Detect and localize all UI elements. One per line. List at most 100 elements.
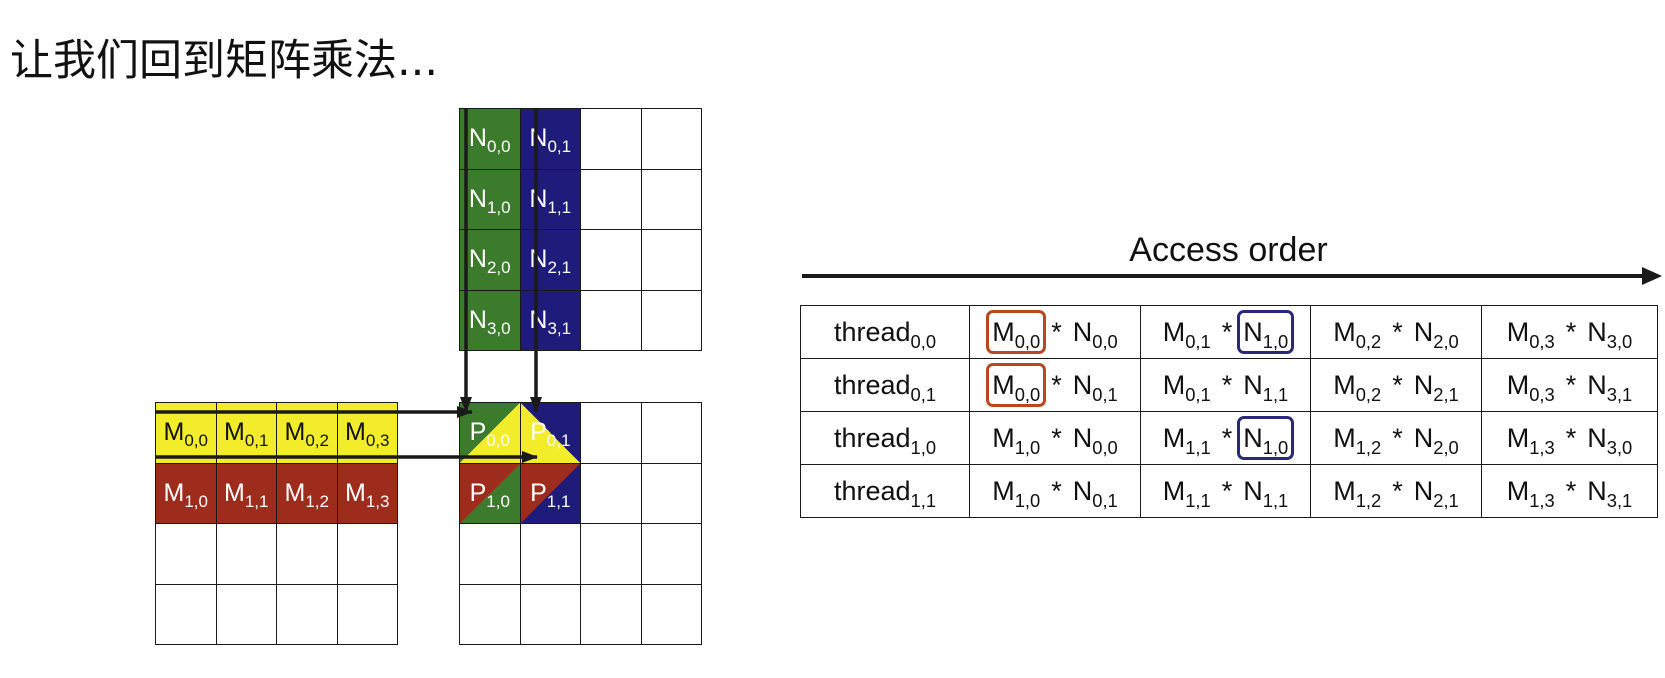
- n-element-highlight-box: N1,0: [1237, 310, 1295, 354]
- m-element: M1,0: [986, 469, 1046, 513]
- matrix-n-label-index: 3,0: [486, 318, 511, 338]
- matrix-p-cell: [641, 403, 702, 464]
- matrix-m-label-letter: M: [345, 478, 366, 507]
- matrix-n-label-index: 0,1: [547, 137, 572, 157]
- matrix-m-label: M1,3: [345, 478, 389, 510]
- m-element-index: 1,2: [1355, 436, 1382, 458]
- n-element-highlight-box-letter: N: [1243, 317, 1263, 347]
- matrix-m-label: M0,1: [224, 420, 268, 450]
- thread-label-letter: thread: [833, 370, 911, 400]
- m-element-index: 1,1: [1185, 489, 1211, 511]
- thread-label: thread1,1: [828, 469, 942, 513]
- matrix-m-label-index: 1,1: [244, 491, 269, 511]
- thread-cell: thread0,0: [800, 305, 970, 359]
- n-element-index: 0,1: [1092, 489, 1118, 511]
- product-term-cell: M0,3*N3,0: [1481, 305, 1658, 359]
- n-element-index: 3,0: [1606, 330, 1633, 352]
- n-element-highlight-box: N1,0: [1237, 416, 1295, 460]
- matrix-n-label-index: 3,1: [547, 318, 572, 338]
- multiply-operator: *: [1392, 475, 1403, 506]
- n-element: N3,1: [1581, 469, 1638, 513]
- m-element-letter: M: [1506, 476, 1530, 506]
- thread-label-index: 1,1: [910, 489, 937, 511]
- matrix-m-label-letter: M: [163, 478, 185, 507]
- m-element-letter: M: [1162, 423, 1186, 453]
- thread-label-index: 0,0: [910, 330, 937, 352]
- n-element-letter: N: [1413, 317, 1434, 347]
- matrix-n-label: N1,1: [529, 186, 571, 216]
- multiply-operator: *: [1221, 422, 1233, 453]
- m-element: M1,2: [1327, 469, 1387, 513]
- matrix-m-label: M1,2: [285, 480, 329, 510]
- m-element: M1,1: [1157, 416, 1217, 460]
- n-element-index: 2,0: [1433, 330, 1459, 352]
- n-element: N2,1: [1408, 469, 1465, 513]
- matrix-p-label-index: 0,1: [546, 431, 571, 451]
- multiply-operator: *: [1392, 369, 1403, 400]
- matrix-n-label-letter: N: [468, 305, 487, 334]
- n-element-letter: N: [1587, 317, 1607, 347]
- matrix-n-label-index: 2,1: [547, 258, 572, 278]
- n-element-letter: N: [1587, 423, 1607, 453]
- thread-label-letter: thread: [833, 476, 911, 506]
- product-term-cell: M1,3*N3,1: [1481, 464, 1658, 518]
- matrix-p-label: P1,1: [530, 478, 570, 510]
- matrix-n-label-index: 1,0: [486, 197, 511, 217]
- matrix-n-cell: [581, 169, 642, 230]
- matrix-m-cell: [337, 524, 398, 585]
- n-element-letter: N: [1072, 317, 1093, 347]
- matrix-p-label-letter: P: [469, 418, 487, 447]
- n-element-letter: N: [1072, 423, 1093, 453]
- n-element-index: 3,1: [1606, 383, 1633, 405]
- n-element: N3,1: [1581, 363, 1638, 407]
- product-term-cell: M0,0*N0,0: [969, 305, 1141, 359]
- m-element: M0,3: [1501, 310, 1561, 354]
- matrix-p-label: P0,0: [469, 418, 510, 450]
- n-element-index: 0,0: [1092, 436, 1118, 458]
- n-element-letter: N: [1587, 370, 1607, 400]
- m-element-index: 0,2: [1355, 383, 1382, 405]
- m-element-letter: M: [992, 423, 1015, 453]
- matrix-n-cell: [641, 230, 702, 291]
- matrix-m-label: M0,0: [164, 420, 208, 450]
- matrix-m-cell: M0,0: [156, 403, 217, 464]
- matrix-p-cell: P0,1: [520, 403, 581, 464]
- m-element-highlight-box-index: 0,0: [1014, 330, 1041, 352]
- multiply-operator: *: [1565, 369, 1577, 400]
- product-term-cell: M1,2*N2,0: [1310, 411, 1482, 465]
- matrix-m-label-letter: M: [284, 418, 306, 447]
- matrix-m-cell: M1,0: [156, 463, 217, 524]
- matrix-p-label-index: 1,1: [546, 491, 571, 511]
- multiply-operator: *: [1051, 422, 1062, 453]
- thread-label: thread1,0: [828, 416, 942, 460]
- m-element-letter: M: [1333, 423, 1356, 453]
- matrix-n-label-index: 1,1: [547, 197, 572, 217]
- m-element: M0,2: [1327, 310, 1387, 354]
- n-element-letter: N: [1243, 476, 1263, 506]
- m-element-highlight-box-letter: M: [992, 370, 1015, 400]
- matrix-n-label: N2,1: [529, 247, 571, 277]
- m-element-letter: M: [1506, 317, 1530, 347]
- matrix-m-cell: [277, 584, 338, 645]
- matrix-p-label-letter: P: [530, 418, 547, 447]
- matrix-m-cell: [156, 524, 217, 585]
- matrix-m-label: M1,0: [163, 478, 208, 510]
- product-term-cell: M1,1*N1,1: [1140, 464, 1311, 518]
- matrix-p-label-letter: P: [530, 478, 547, 507]
- matrix-m-label-letter: M: [224, 478, 245, 507]
- thread-cell: thread1,1: [800, 464, 970, 518]
- n-element-letter: N: [1413, 476, 1434, 506]
- access-order-arrow-shaft: [802, 274, 1644, 278]
- matrix-n-cell: [581, 109, 642, 170]
- matrix-m-cell: M0,3: [337, 403, 398, 464]
- page-title: 让我们回到矩阵乘法...: [10, 36, 439, 86]
- matrix-n-cell: [641, 109, 702, 170]
- thread-label-index: 0,1: [910, 383, 937, 405]
- thread-label-letter: thread: [833, 317, 911, 347]
- matrix-n-label-letter: N: [529, 124, 548, 153]
- matrix-m-cell: [337, 584, 398, 645]
- multiply-operator: *: [1392, 316, 1403, 347]
- multiply-operator: *: [1221, 316, 1233, 347]
